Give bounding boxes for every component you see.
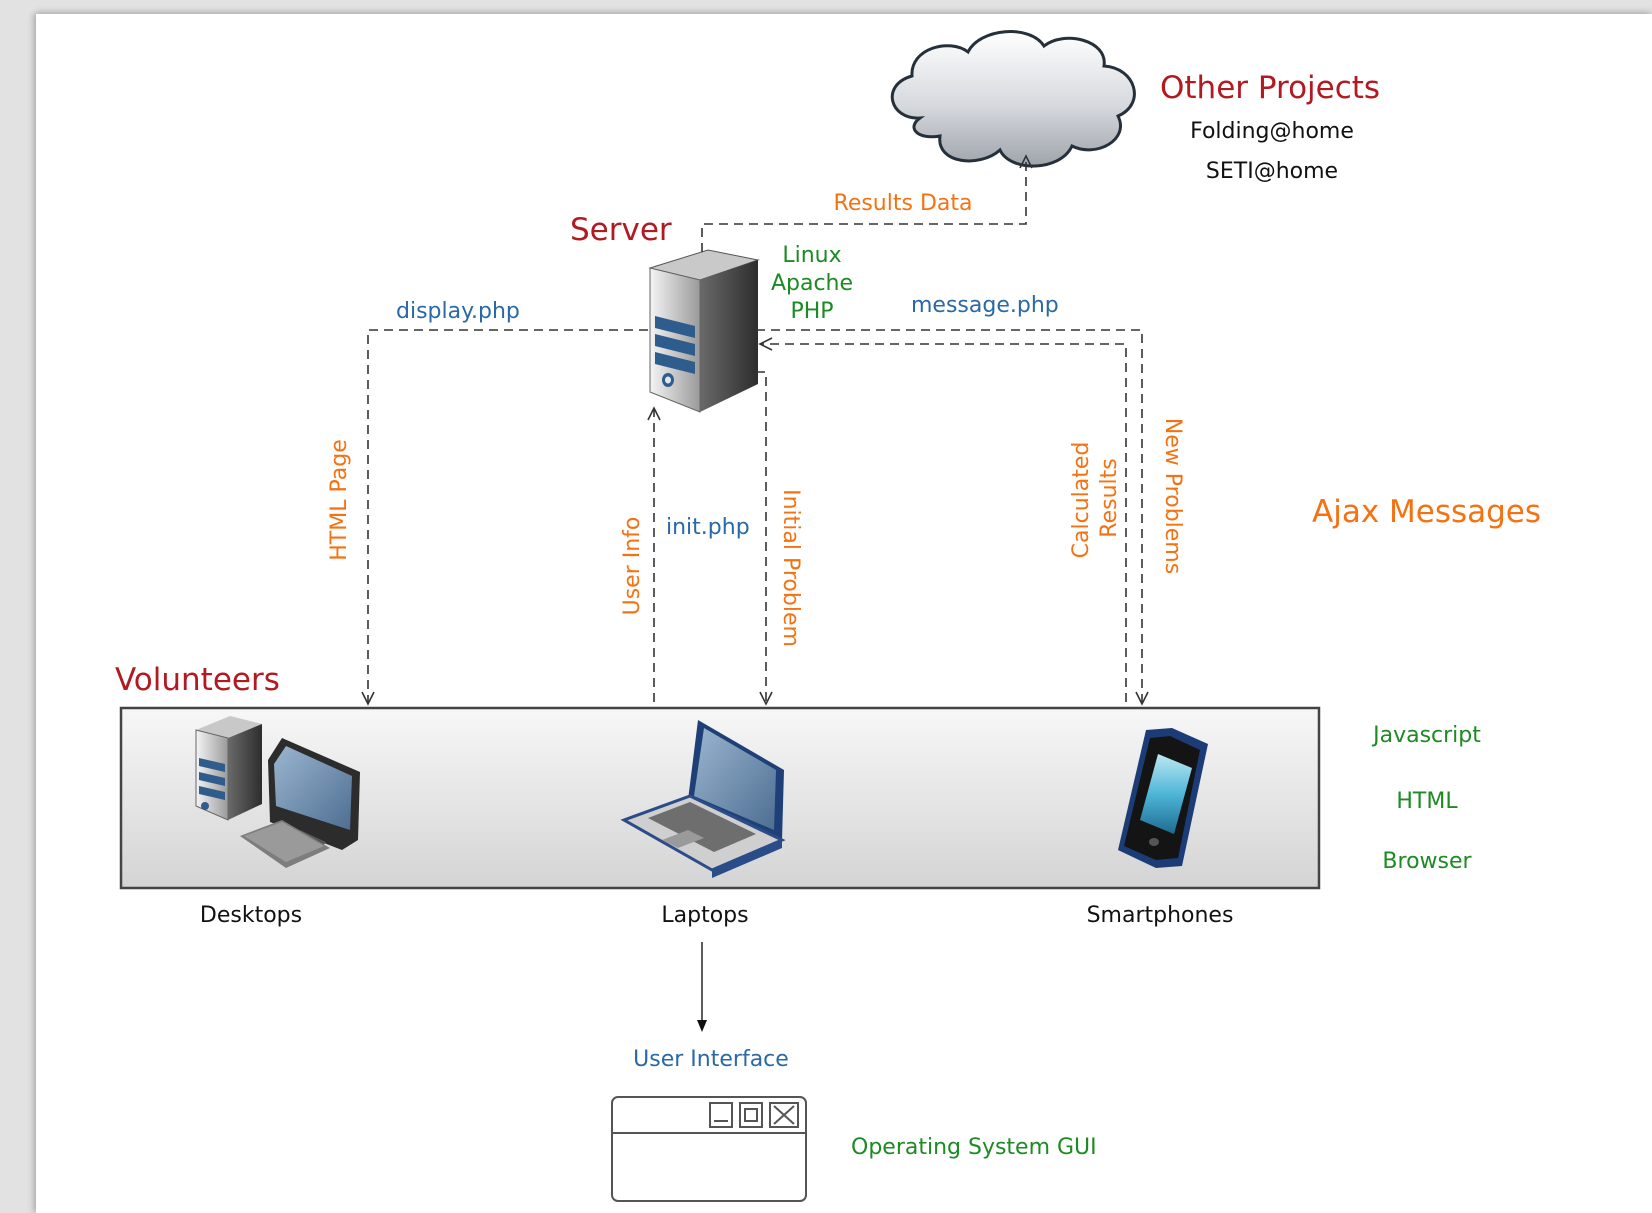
ajax-messages-label: Ajax Messages bbox=[1312, 494, 1541, 530]
message-php-label: message.php bbox=[911, 293, 1059, 318]
client-stack-html: HTML bbox=[1396, 789, 1458, 814]
os-gui-label: Operating System GUI bbox=[851, 1135, 1097, 1160]
calculated-label: Calculated bbox=[1069, 442, 1094, 559]
init-php-label: init.php bbox=[666, 515, 750, 540]
results-label: Results bbox=[1097, 458, 1122, 537]
other-project-seti: SETI@home bbox=[1206, 159, 1338, 184]
results-data-label: Results Data bbox=[834, 191, 973, 216]
smartphone-icon bbox=[1118, 728, 1208, 868]
html-page-label: HTML Page bbox=[327, 439, 352, 560]
arrow-head-icon bbox=[697, 1020, 707, 1032]
client-stack-javascript: Javascript bbox=[1371, 723, 1481, 748]
device-laptops-label: Laptops bbox=[661, 903, 748, 928]
server-stack-apache: Apache bbox=[771, 271, 853, 296]
desktop-computer-icon bbox=[195, 716, 360, 868]
maximize-icon bbox=[739, 1102, 763, 1128]
minimize-icon bbox=[709, 1102, 733, 1128]
new-problems-label: New Problems bbox=[1160, 418, 1185, 574]
initial-problem-label: Initial Problem bbox=[778, 489, 803, 647]
user-interface-label: User Interface bbox=[633, 1047, 789, 1072]
device-desktops-label: Desktops bbox=[200, 903, 302, 928]
other-project-folding: Folding@home bbox=[1190, 119, 1354, 144]
volunteers-heading: Volunteers bbox=[115, 662, 280, 698]
diagram-page: Other Projects Folding@home SETI@home Se… bbox=[36, 14, 1652, 1213]
device-smartphones-label: Smartphones bbox=[1087, 903, 1234, 928]
client-stack-browser: Browser bbox=[1382, 849, 1472, 874]
architecture-diagram: Other Projects Folding@home SETI@home Se… bbox=[115, 30, 1541, 1202]
server-stack-linux: Linux bbox=[782, 243, 841, 268]
user-info-label: User Info bbox=[620, 517, 645, 616]
laptop-icon bbox=[620, 720, 786, 878]
server-heading: Server bbox=[570, 212, 672, 248]
cloud-icon bbox=[890, 30, 1136, 168]
server-tower-icon bbox=[648, 249, 760, 413]
window-icon bbox=[611, 1096, 807, 1202]
display-php-label: display.php bbox=[396, 299, 520, 324]
other-projects-heading: Other Projects bbox=[1160, 70, 1380, 106]
server-stack-php: PHP bbox=[790, 299, 833, 324]
